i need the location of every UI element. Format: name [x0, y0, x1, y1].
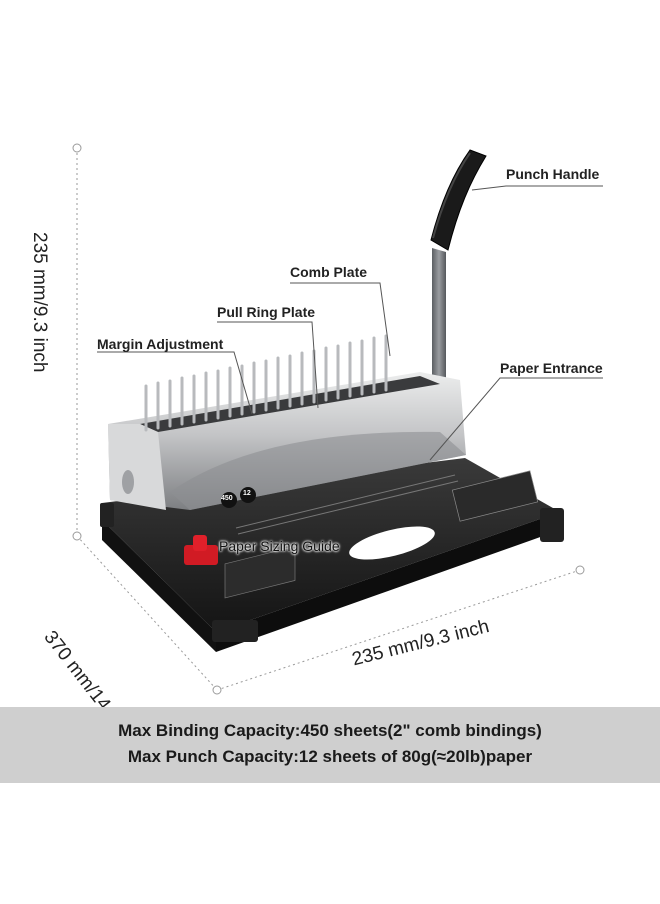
punch-handle-label: Punch Handle — [506, 166, 600, 182]
margin-knob — [184, 535, 218, 565]
punch-capacity-text: Max Punch Capacity:12 sheets of 80g(≈20l… — [127, 747, 533, 766]
pull-ring-plate-label: Pull Ring Plate — [217, 304, 316, 320]
specification-caption: Max Binding Capacity:450 sheets(2" comb … — [0, 707, 660, 783]
dimension-guides — [76, 148, 581, 691]
comb-plate-teeth — [144, 334, 388, 432]
punch-badge: 12 — [243, 490, 251, 497]
punch-handle — [430, 149, 487, 396]
capacity-badge: 450 — [221, 495, 233, 502]
binding-capacity-text: Max Binding Capacity:450 sheets(2" comb … — [118, 721, 542, 740]
paper-sizing-guide-label: Paper Sizing Guide — [219, 538, 340, 554]
machine-body — [108, 372, 466, 510]
paper-entrance-label: Paper Entrance — [500, 360, 603, 376]
margin-adjustment-label: Margin Adjustment — [97, 336, 224, 352]
comb-plate-label: Comb Plate — [290, 264, 368, 280]
dimension-endpoints — [72, 143, 585, 695]
height-dimension-text: 235 mm/9.3 inch — [29, 232, 50, 373]
callout-leaders — [97, 185, 603, 461]
